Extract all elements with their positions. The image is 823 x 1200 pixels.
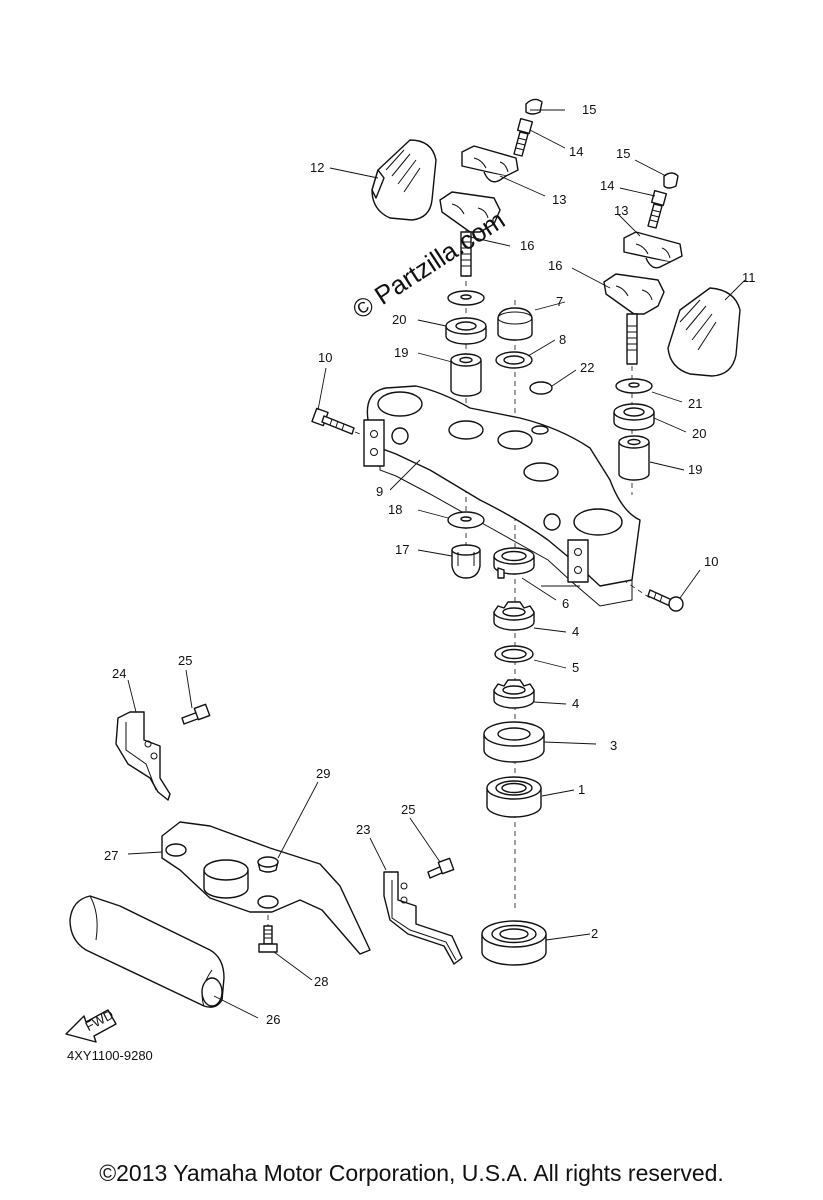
callout-23: 23	[356, 822, 370, 837]
callout-24: 24	[112, 666, 126, 681]
washer-21-left	[447, 290, 485, 306]
right-bolt-axis-line	[577, 549, 651, 599]
callout-labels: 1 2 3 4 4 5 6 7 8 9 10 10 11 12 13 13 14…	[104, 102, 756, 1027]
bolt-28	[258, 925, 278, 953]
leader-lines	[127, 109, 746, 1019]
callout-10-right: 10	[704, 554, 718, 569]
callout-20-right: 20	[692, 426, 706, 441]
copyright-notice: ©2013 Yamaha Motor Corporation, U.S.A. A…	[99, 1160, 724, 1186]
callout-5: 5	[572, 660, 579, 675]
cap-15-left	[525, 98, 543, 115]
callout-21: 21	[688, 396, 702, 411]
callout-8: 8	[559, 332, 566, 347]
plug-22	[529, 381, 553, 395]
bushing-19-right	[618, 435, 650, 481]
callout-4-upper: 4	[572, 624, 579, 639]
callout-18: 18	[388, 502, 402, 517]
callout-9: 9	[376, 484, 383, 499]
damper-20-right	[613, 403, 655, 431]
clamp-bolt-10-left	[311, 407, 355, 435]
under-bracket-9	[363, 385, 641, 607]
washer-21-right	[615, 378, 653, 394]
callout-14-right: 14	[600, 178, 614, 193]
callout-25-left: 25	[178, 653, 192, 668]
callout-2: 2	[591, 926, 598, 941]
lower-bracket-16-right	[603, 273, 665, 365]
callout-14-left: 14	[569, 144, 583, 159]
grommet-29	[257, 856, 279, 873]
cap-15-right	[663, 172, 679, 189]
drawing-code: 4XY1100-9280	[67, 1048, 153, 1063]
bearing-2	[481, 920, 547, 966]
bolt-25-right	[427, 857, 455, 879]
cover-26	[69, 895, 225, 1008]
callout-12: 12	[310, 160, 324, 175]
lock-washer-6	[493, 547, 535, 579]
upper-bracket-13-right	[623, 231, 683, 269]
callout-7: 7	[556, 294, 563, 309]
washer-5	[494, 645, 534, 663]
callout-28: 28	[314, 974, 328, 989]
callout-16-left: 16	[520, 238, 534, 253]
stay-bracket-23	[383, 871, 463, 965]
callout-27: 27	[104, 848, 118, 863]
washer-8	[495, 351, 533, 369]
callout-11: 11	[742, 270, 756, 285]
stay-bracket-24	[115, 711, 171, 801]
damper-20-left	[445, 317, 487, 345]
lower-bracket-16-left	[439, 191, 501, 277]
bearing-1	[486, 776, 542, 818]
callout-13-left: 13	[552, 192, 566, 207]
bearing-cover-3	[483, 721, 545, 763]
ring-nut-4-upper	[493, 601, 535, 631]
cap-nut-17	[451, 544, 481, 579]
bushing-19-left	[450, 353, 482, 397]
callout-13-right: 13	[614, 203, 628, 218]
upper-bracket-13-left	[461, 145, 519, 183]
watermark: © Partzilla.com	[347, 204, 510, 325]
callout-10-left: 10	[318, 350, 332, 365]
callout-22: 22	[580, 360, 594, 375]
callout-17: 17	[395, 542, 409, 557]
fwd-arrow-icon: FWD	[65, 1007, 117, 1043]
bolt-14-right	[647, 189, 668, 229]
callout-15-left: 15	[582, 102, 596, 117]
washer-18	[447, 511, 485, 529]
callout-6: 6	[562, 596, 569, 611]
callout-25-right: 25	[401, 802, 415, 817]
handlebar-cover-right	[667, 287, 741, 377]
ring-nut-4-lower	[493, 679, 535, 709]
callout-15-right: 15	[616, 146, 630, 161]
callout-16-right: 16	[548, 258, 562, 273]
callout-1: 1	[578, 782, 585, 797]
callout-4-lower: 4	[572, 696, 579, 711]
plate-27	[161, 821, 371, 955]
handlebar-cover-left	[371, 139, 437, 221]
bolt-25-left	[181, 703, 211, 725]
callout-26: 26	[266, 1012, 280, 1027]
cap-nut-7	[497, 307, 533, 341]
callout-3: 3	[610, 738, 617, 753]
callout-19-right: 19	[688, 462, 702, 477]
clamp-bolt-10-right	[647, 589, 684, 612]
callout-29: 29	[316, 766, 330, 781]
callout-19-left: 19	[394, 345, 408, 360]
callout-20-left: 20	[392, 312, 406, 327]
bolt-14-left	[513, 117, 534, 157]
